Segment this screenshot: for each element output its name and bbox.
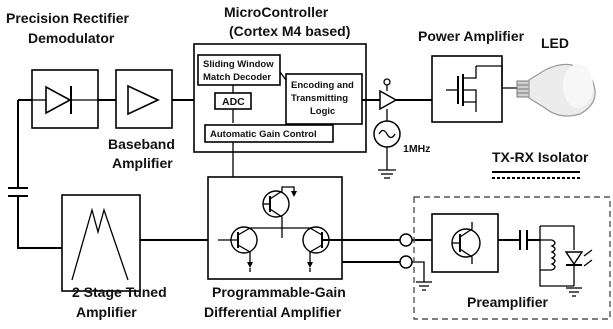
wire-power-amp-led [476,65,518,89]
ground-icon-connector [416,281,432,291]
sliding-window-decoder-block [197,54,281,86]
wire-tank-top [540,225,575,250]
mcu-label-line2: (Cortex M4 based) [229,23,350,39]
diode-icon [45,85,72,115]
baseband-label-line1: Baseband [108,136,175,152]
encoding-logic-block [285,73,363,125]
tuned-label-line2: Amplifier [76,304,137,320]
wire-tank-frame [539,226,574,287]
encoding-label-line1: Encoding and [291,80,354,91]
preamp-label: Preamplifier [467,294,548,310]
rectifier-block [31,69,99,129]
light-rays-icon [583,249,593,267]
led-label: LED [541,35,569,51]
power-amp-label: Power Amplifier [418,28,525,44]
bandpass-response-icon [71,207,129,281]
transistor-icon-left [218,226,312,268]
inductor-leads [540,239,552,271]
mcu-label-line1: MicroController [224,4,329,20]
connector-bottom [399,255,413,269]
amplifier-triangle-icon [127,84,160,116]
agc-label: Automatic Gain Control [210,129,317,140]
ground-icon-source [378,169,396,179]
sliding-label-line2: Match Decoder [203,72,271,83]
connector-top [399,233,413,247]
wire-decoder-encoder [279,71,287,81]
rectifier-label-line1: Precision Rectifier [6,10,129,26]
power-amplifier-block [431,55,503,123]
mosfet-icon [446,66,477,112]
driver-triangle-icon [379,89,398,111]
preamp-transistor-icon [451,222,481,264]
pga-label-line1: Programmable-Gain [212,284,346,300]
agc-block [204,124,334,143]
pga-label-line2: Differential Amplifier [204,304,342,320]
tuned-label-line1: 2 Stage Tuned [72,284,167,300]
tuned-amplifier-block [61,194,141,292]
junction-node [383,78,391,86]
sine-wave-icon [378,129,396,139]
rectifier-label-line2: Demodulator [28,30,115,46]
encoding-label-line3: Logic [310,106,335,117]
encoding-label-line2: Transmitting [291,93,348,104]
adc-label: ADC [222,96,245,108]
frequency-label: 1MHz [403,143,430,155]
wire-connector-ground [412,261,425,282]
receiver-dashed-region [413,196,611,320]
transistor-icon-top [262,186,297,228]
ground-icon-photodiode [566,287,582,297]
photodiode-icon [564,251,584,266]
inductor-icon [550,239,556,271]
isolator-label: TX-RX Isolator [492,149,589,165]
led-bulb-icon [516,63,596,117]
wire-left-vertical-bottom [17,196,62,249]
baseband-amplifier-block [115,69,173,129]
pga-emitter-leads [249,268,311,272]
sliding-label-line1: Sliding Window [203,59,274,70]
baseband-label-line2: Amplifier [112,155,173,171]
isolator-icon [492,171,580,179]
